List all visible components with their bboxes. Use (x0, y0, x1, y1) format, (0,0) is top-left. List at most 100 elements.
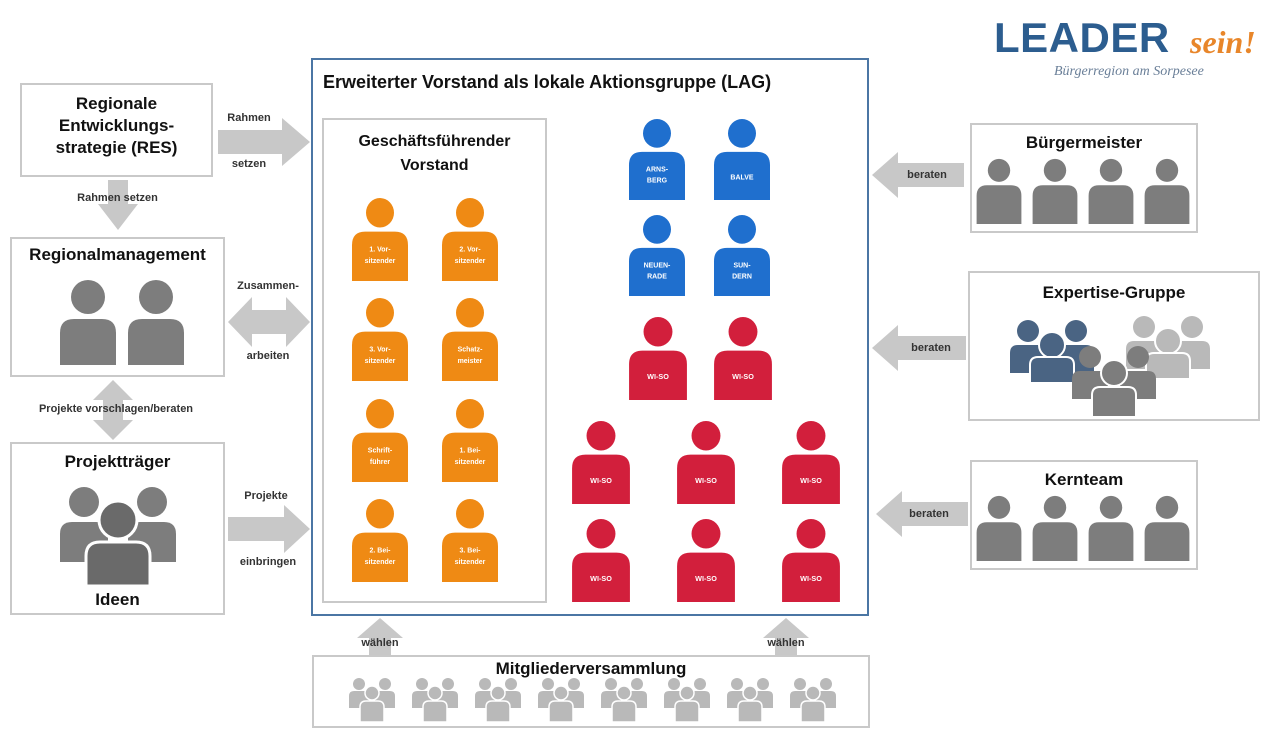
res-title-line2: Entwicklungs- (58, 116, 175, 135)
person-label: WI-SO (647, 372, 669, 381)
leader-logo: LEADER sein! Bürgerregion am Sorpesee (994, 14, 1276, 86)
person-icon (1032, 495, 1078, 561)
person-icon: 2. Vor-sitzender (442, 198, 498, 281)
person-body (976, 185, 1022, 224)
arrow-right-icon (228, 505, 310, 553)
person-icon (976, 495, 1022, 561)
person-label: SUN- (733, 261, 751, 269)
people-group-icon (60, 487, 176, 586)
small-group-icon (727, 678, 773, 722)
person-label: 3. Bei- (460, 546, 482, 554)
person-icon: SUN- DERN (714, 215, 770, 296)
person-body (442, 231, 498, 281)
person-body (1144, 522, 1190, 561)
person-label: sitzender (455, 257, 486, 265)
person-body (352, 331, 408, 381)
person-label: 1. Vor- (369, 245, 391, 253)
arrow-label-projekte-vorschlagen: Projekte vorschlagen/beraten (38, 403, 194, 415)
arrow-label-beraten: beraten (907, 169, 947, 181)
arrow-leftright-icon (228, 297, 310, 347)
person-head (586, 519, 616, 549)
person-icon (1088, 158, 1134, 224)
project-sponsors-box: Projektträger Ideen (10, 442, 225, 615)
small-group-icon (349, 678, 395, 722)
arrow-left-icon (872, 325, 966, 371)
person-icon: 3. Vor-sitzender (352, 298, 408, 381)
regional-management-title: Regionalmanagement (29, 245, 206, 264)
expertise-title: Expertise-Gruppe (1042, 283, 1186, 302)
core-team-title: Kernteam (1044, 470, 1124, 489)
person-head (728, 215, 756, 244)
person-head (456, 298, 484, 328)
person-body (1032, 522, 1078, 561)
arrow-label-projekte-bottom: einbringen (239, 556, 297, 568)
people-group-icon (1126, 316, 1210, 379)
small-group-icon (664, 678, 710, 722)
person-icon: ARNS- BERG (629, 119, 685, 200)
person-body (629, 350, 687, 400)
person-head (1155, 158, 1179, 182)
regional-management-box: Regionalmanagement (10, 237, 225, 377)
person-head (1155, 495, 1179, 519)
person-head (728, 317, 758, 347)
person-label: BERG (647, 177, 668, 185)
project-sponsors-footer: Ideen (95, 590, 140, 609)
person-label: DERN (732, 273, 752, 281)
person-icon (976, 158, 1022, 224)
person-label: WI-SO (590, 476, 612, 485)
person-head (456, 399, 484, 429)
person-body (1088, 522, 1134, 561)
person-label: Schatz- (458, 345, 483, 353)
manager-person-icon (128, 280, 184, 365)
members-assembly-box: Mitgliederversammlung (312, 655, 870, 728)
person-label: RADE (647, 273, 667, 281)
logo-subtitle: Bürgerregion am Sorpesee (1054, 64, 1204, 79)
person-body (714, 350, 772, 400)
person-label: sitzender (455, 558, 486, 566)
manager-person-icon (60, 280, 116, 365)
arrow-up-icon (357, 618, 403, 658)
res-box: Regionale Entwicklungs- strategie (RES) (20, 83, 213, 177)
small-group-icon (538, 678, 584, 722)
person-icon: WI-SO (629, 317, 687, 400)
person-label: führer (370, 458, 390, 466)
person-head (728, 119, 756, 148)
person-body (442, 532, 498, 582)
logo-accent-text: sein! (1190, 24, 1256, 60)
person-label: WI-SO (800, 476, 822, 485)
people-group-icon (1010, 320, 1094, 383)
person-label: sitzender (365, 357, 396, 365)
res-title-line1: Regionale (75, 94, 158, 113)
person-body (629, 247, 685, 296)
person-icon: WI-SO (572, 519, 630, 602)
small-group-icon (475, 678, 521, 722)
person-icon: WI-SO (782, 421, 840, 504)
person-head (796, 421, 826, 451)
executive-title-line1: Geschäftsführender (358, 133, 511, 150)
person-label: WI-SO (695, 476, 717, 485)
person-head (366, 198, 394, 228)
arrow-label-beraten: beraten (911, 342, 951, 354)
res-title-line3: strategie (RES) (55, 138, 178, 157)
person-head (586, 421, 616, 451)
person-body (1032, 185, 1078, 224)
arrow-label-rahmen-setzen: Rahmen setzen (77, 192, 158, 204)
small-group-icon (412, 678, 458, 722)
person-label: ARNS- (646, 165, 669, 173)
person-icon: WI-SO (677, 519, 735, 602)
person-body (1088, 185, 1134, 224)
person-label: NEUEN- (644, 261, 671, 269)
person-icon (1144, 495, 1190, 561)
people-group-icon (1072, 346, 1156, 417)
person-label: 3. Vor- (369, 345, 391, 353)
person-body (572, 552, 630, 602)
person-icon (1144, 158, 1190, 224)
person-icon: 1. Vor-sitzender (352, 198, 408, 281)
person-label: BALVE (730, 173, 753, 181)
person-icon: WI-SO (572, 421, 630, 504)
arrow-label-rahmen-bottom: setzen (231, 158, 267, 170)
person-head (1043, 495, 1067, 519)
small-group-icon (601, 678, 647, 722)
arrow-left-icon (872, 152, 964, 198)
person-body (442, 331, 498, 381)
